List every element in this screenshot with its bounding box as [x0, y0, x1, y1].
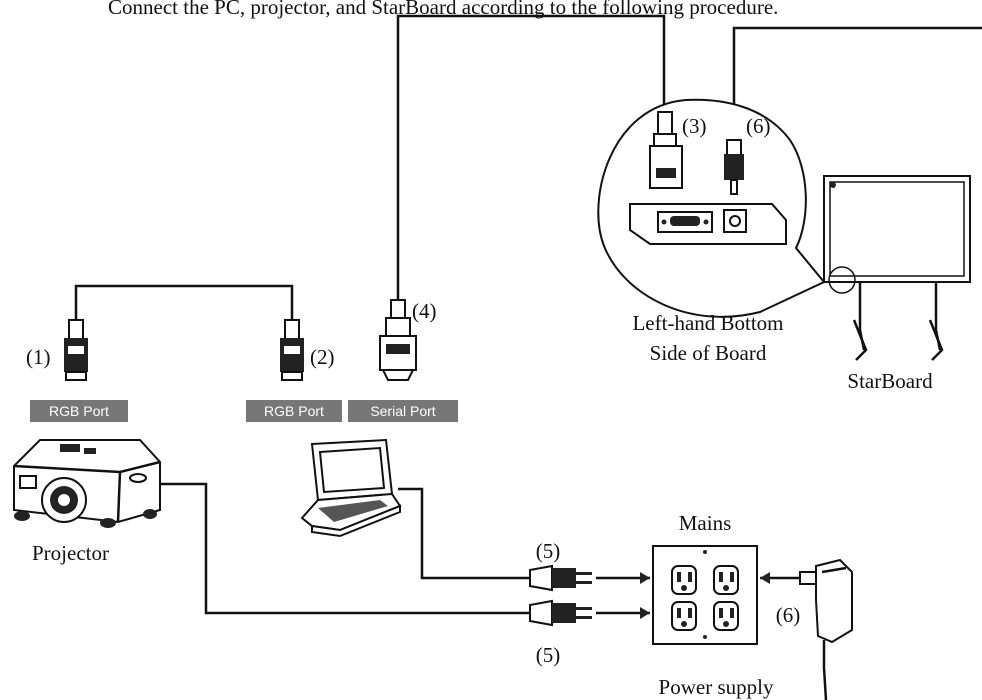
step-3-label: (3)	[682, 114, 707, 138]
laptop-rgb-port-label: RGB Port	[264, 403, 324, 419]
intro-text: Connect the PC, projector, and StarBoard…	[108, 0, 778, 19]
laptop-rgb-port-badge: RGB Port	[246, 400, 342, 422]
power-cable-top	[732, 26, 982, 140]
step-4-label: (4)	[412, 299, 437, 323]
board-detail-label-line2: Side of Board	[650, 341, 767, 365]
vga-connector-2	[280, 319, 304, 381]
vga-connector-1	[64, 319, 88, 381]
board-detail-callout	[597, 98, 826, 318]
board-detail-label-line1: Left-hand Bottom	[632, 311, 783, 335]
step-5-lower-label: (5)	[536, 643, 561, 667]
mains-wall-outlet	[652, 545, 758, 645]
starboard-illustration	[823, 175, 971, 361]
adapter-cord	[822, 640, 828, 700]
projector-power-cable	[156, 482, 530, 615]
projector-illustration	[13, 439, 161, 528]
mains-label: Mains	[679, 511, 732, 535]
starboard-label: StarBoard	[847, 369, 933, 393]
socket-bottom-right	[713, 601, 739, 631]
step-6-top-label: (6)	[746, 114, 771, 138]
laptop-power-cable	[398, 487, 530, 580]
serial-connector-4	[379, 299, 417, 381]
laptop-serial-port-badge: Serial Port	[348, 400, 458, 422]
step-6-right-label: (6)	[776, 603, 801, 627]
projector-rgb-port-label: RGB Port	[49, 403, 109, 419]
power-plug-lower	[529, 599, 650, 627]
laptop-illustration	[300, 438, 402, 538]
serial-cable	[396, 14, 666, 312]
power-supply-label: Power supply	[659, 675, 774, 699]
socket-top-left	[671, 565, 697, 595]
socket-top-right	[713, 565, 739, 595]
power-plug-upper	[529, 564, 650, 592]
rgb-cable	[74, 284, 294, 336]
power-adapter-illustration	[760, 558, 853, 644]
projector-rgb-port-badge: RGB Port	[30, 400, 128, 422]
projector-label: Projector	[32, 541, 109, 565]
step-5-upper-label: (5)	[536, 539, 561, 563]
laptop-serial-port-label: Serial Port	[370, 403, 435, 419]
step-2-label: (2)	[310, 345, 335, 369]
step-1-label: (1)	[26, 345, 51, 369]
socket-bottom-left	[671, 601, 697, 631]
